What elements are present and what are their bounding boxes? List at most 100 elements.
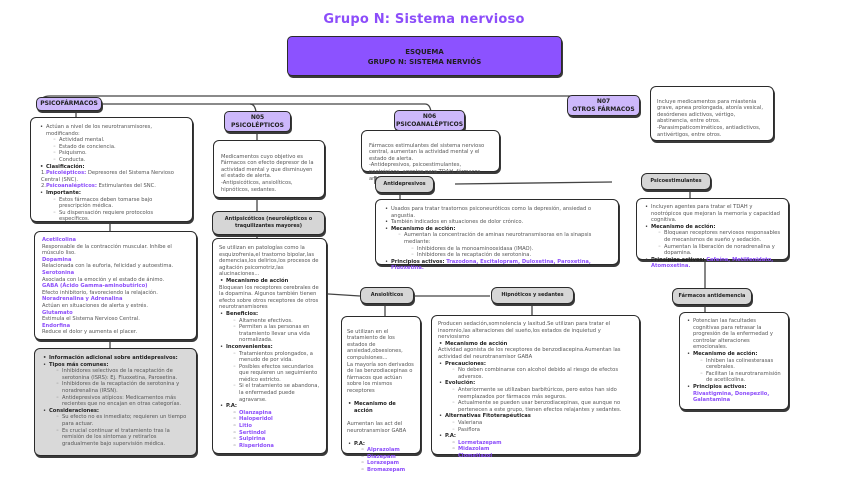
mecanismo-item: Aumentan la liberación de noradrenalina … bbox=[657, 244, 781, 257]
importante-label: Importante: bbox=[46, 189, 81, 196]
psicofarmacos-label: PSICOFÁRMACOS bbox=[40, 100, 98, 107]
antidemencia-box: Potencian las facultades cognitivas para… bbox=[679, 312, 789, 410]
pa-label: P.A: bbox=[226, 403, 238, 410]
beneficio-item: Altamente efectivos. bbox=[232, 318, 320, 325]
antidemencia-node: Fármacos antidemencia bbox=[672, 288, 752, 305]
importante-item: Estos fármacos deben tomarse bajo prescr… bbox=[52, 197, 184, 210]
importante-item: Su dispensación requiere protocolos espe… bbox=[52, 210, 184, 223]
psicoestimulantes-label: Psicoestimulantes bbox=[650, 178, 702, 184]
tipo-item: Antidepresivos atípicos: Medicamentos má… bbox=[55, 395, 189, 408]
antidemencia-label: Fármacos antidemencia bbox=[678, 293, 746, 299]
hipnoticos-intro: Producen sedación,somnolencia y laxitud.… bbox=[438, 321, 611, 341]
mecanismo-label: Mecanismo de acción: bbox=[693, 350, 758, 357]
antidemencia-item: Potencian las facultades cognitivas para… bbox=[686, 318, 782, 351]
n07-label: OTROS FÁRMACOS bbox=[572, 105, 635, 113]
hipnoticos-box: Producen sedación,somnolencia y laxitud.… bbox=[431, 315, 640, 459]
psico-item: Actividad mental. bbox=[52, 137, 184, 144]
n07-node: N07 OTROS FÁRMACOS bbox=[567, 95, 640, 116]
nt-desc: Asociada con la emoción y el estado de á… bbox=[42, 276, 165, 283]
precauciones-label: Precauciones: bbox=[445, 360, 486, 367]
psicoestimulantes-node: Psicoestimulantes bbox=[641, 173, 711, 190]
n07-code: N07 bbox=[596, 97, 611, 105]
pa-item: Alprazolam bbox=[360, 447, 415, 454]
mecanismo-text: Aumentan las act del neurotransmisor GAB… bbox=[347, 420, 407, 434]
n06-label: PSICOANALÉPTICOS bbox=[395, 120, 464, 128]
psico-item: Conducta. bbox=[52, 157, 184, 164]
psico-item: Psiquismo. bbox=[52, 150, 184, 157]
pa-item: Sulpirina bbox=[232, 436, 320, 443]
antidepresivos-item: Usados para tratar trastornos psiconeuró… bbox=[384, 206, 610, 219]
mecanismo-item: Bloquean receptores nerviosos responsabl… bbox=[657, 230, 781, 243]
pa-item: Lormetazepam bbox=[451, 440, 633, 447]
nt-name: Glutamato bbox=[42, 309, 73, 316]
nt-name: Endorfina bbox=[42, 322, 71, 329]
nt-name: Acetilcolina bbox=[42, 237, 77, 243]
inconvenientes-label: Inconvenientes: bbox=[226, 343, 273, 350]
ansioliticos-box: Se utilizan en el tratamiento de los est… bbox=[341, 316, 421, 473]
evolucion-label: Evolución: bbox=[445, 380, 476, 387]
ansioliticos-label: Ansiolíticos bbox=[370, 292, 404, 298]
alternativa-item: Valeriana bbox=[451, 420, 633, 427]
antipsicoticos-label: Antipsicóticos (neurolépticos o traquili… bbox=[224, 216, 313, 229]
nt-desc: Estimula el Sistema Nervioso Central. bbox=[42, 316, 140, 323]
esquema-line1: ESQUEMA bbox=[405, 48, 444, 56]
pa-label: Principios activos: bbox=[693, 383, 747, 390]
info-antidepresivos-box: Información adicional sobre antidepresiv… bbox=[34, 348, 197, 456]
mecanismo-label: Mecanismo de acción bbox=[347, 401, 415, 414]
pa-list: Trazodona, Escitalopram, Duloxetina, Par… bbox=[391, 258, 591, 272]
clasificacion-label: Clasificación: bbox=[39, 164, 184, 171]
n06-node: N06 PSICOANALÉPTICOS bbox=[394, 110, 465, 131]
mecanismo-label: Mecanismo de acción: bbox=[391, 225, 456, 232]
antidepresivos-item: También indicados en situaciones de dolo… bbox=[384, 219, 610, 226]
n06-desc-box: Fármacos estimulantes del sistema nervio… bbox=[361, 130, 500, 182]
antidepresivos-node: Antidepresivos bbox=[375, 176, 434, 193]
n05-label: PSICOLÉPTICOS bbox=[231, 121, 284, 129]
tipo-item: Inhibidores selectivos de la recaptación… bbox=[55, 368, 189, 381]
nt-name: Dopamina bbox=[42, 256, 72, 263]
ansioliticos-intro: Se utilizan en el tratamiento de los est… bbox=[347, 328, 414, 394]
pa-item: Diazepam bbox=[360, 454, 415, 461]
consideracion-item: Su efecto no es inmediato; requieren un … bbox=[55, 414, 189, 427]
pa-item: Risperidona bbox=[232, 443, 320, 450]
n07-desc: Incluye medicamentos para miastenia grav… bbox=[657, 98, 764, 138]
tipos-label: Tipos más comunes: bbox=[49, 361, 109, 368]
mecanismo-item: Inhibidores de la recaptación de seroton… bbox=[410, 252, 610, 259]
n05-desc-box: Medicamentos cuyo objetivo es Fármacos c… bbox=[213, 140, 325, 198]
nt-desc: Reduce el dolor y aumenta el placer. bbox=[42, 329, 138, 336]
psicoestimulantes-item: Incluyen agentes para tratar el TDAH y n… bbox=[644, 204, 781, 224]
nt-desc: Actúan en situaciones de alerta y estrés… bbox=[42, 302, 148, 309]
antidepresivos-box: Usados para tratar trastornos psiconeuró… bbox=[375, 199, 619, 271]
nt-desc: Responsable de la contracción muscular. … bbox=[42, 243, 172, 257]
pa-item: Clometiazol bbox=[451, 453, 633, 460]
pa-item: Litio bbox=[232, 423, 320, 430]
pa-list: Rivastigmina, Donepezilo, Galantamina bbox=[693, 390, 770, 404]
pa-item: Lorazepam bbox=[360, 460, 415, 467]
inconveniente-item: Si el tratamiento se abandona, la enferm… bbox=[232, 383, 320, 403]
n07-desc-box: Incluye medicamentos para miastenia grav… bbox=[650, 86, 774, 141]
clasificacion-1: 1.Psicolépticos: Depresores del Sistema … bbox=[41, 170, 174, 183]
nt-desc: Relacionada con la euforia, felicidad y … bbox=[42, 263, 174, 270]
info-heading: Información adicional sobre antidepresiv… bbox=[42, 355, 189, 362]
n06-code: N06 bbox=[422, 112, 437, 120]
mecanismo-item: Inhibidores de la monoaminooxidasa (IMAO… bbox=[410, 246, 610, 253]
beneficio-item: Permiten a las personas en tratamiento l… bbox=[232, 324, 320, 344]
esquema-header: ESQUEMA GRUPO N: SISTEMA NERVIÓS bbox=[287, 36, 562, 76]
nt-name: Serotonina bbox=[42, 269, 75, 276]
pa-item: Haloperidol bbox=[232, 416, 320, 423]
evolucion-item: Anteriormente se utilizaban barbitúricos… bbox=[451, 387, 633, 400]
mecanismo-label: Mecanismo de acción bbox=[219, 278, 320, 285]
psico-intro: Actúan a nivel de los neurotransmisores,… bbox=[46, 124, 152, 137]
esquema-line2: GRUPO N: SISTEMA NERVIÓS bbox=[367, 58, 482, 66]
mecanismo-label: Mecanismo de acción bbox=[438, 341, 633, 348]
ansioliticos-node: Ansiolíticos bbox=[360, 287, 414, 304]
alternativas-label: Alternativas Fitoterapéuticas bbox=[445, 413, 531, 420]
page-title: Grupo N: Sistema nervioso bbox=[323, 12, 525, 27]
inconveniente-item: Posibles efectos secundarios que requier… bbox=[232, 364, 320, 384]
pa-item: Midazolam bbox=[451, 446, 633, 453]
pa-label: Principios activos: bbox=[651, 256, 705, 263]
n05-desc: Medicamentos cuyo objetivo es Fármacos c… bbox=[221, 153, 314, 193]
antipsicoticos-node: Antipsicóticos (neurolépticos o traquili… bbox=[212, 211, 325, 235]
pa-label: Principios activos: bbox=[391, 258, 445, 265]
nt-desc: Efecto inhibitorio, favoreciendo la rela… bbox=[42, 289, 158, 296]
beneficios-label: Beneficios: bbox=[226, 310, 259, 317]
